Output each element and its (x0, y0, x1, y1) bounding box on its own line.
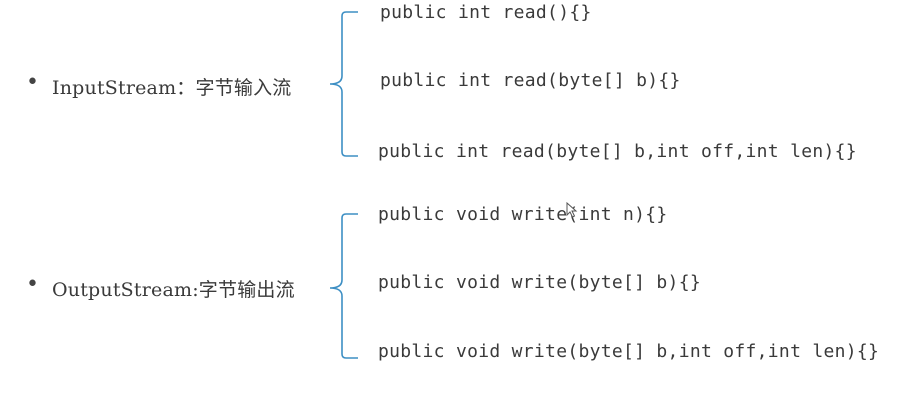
input-read-method: public int read(){} (380, 2, 592, 23)
mouse-cursor-icon (566, 201, 578, 218)
input-read-bytes-offset-method: public int read(byte[] b,int off,int len… (378, 141, 857, 162)
output-write-int-method: public void write(int n){} (378, 204, 668, 225)
output-write-bytes-method: public void write(byte[] b){} (378, 272, 701, 293)
bullet-icon: • (26, 272, 39, 297)
input-stream-label: InputStream：字节输入流 (52, 77, 292, 99)
output-stream-brace (329, 213, 358, 359)
input-read-bytes-method: public int read(byte[] b){} (380, 70, 681, 91)
output-stream-label: OutputStream:字节输出流 (52, 279, 295, 301)
input-stream-brace (329, 11, 358, 157)
bullet-icon: • (26, 70, 39, 95)
output-write-bytes-offset-method: public void write(byte[] b,int off,int l… (378, 341, 880, 362)
